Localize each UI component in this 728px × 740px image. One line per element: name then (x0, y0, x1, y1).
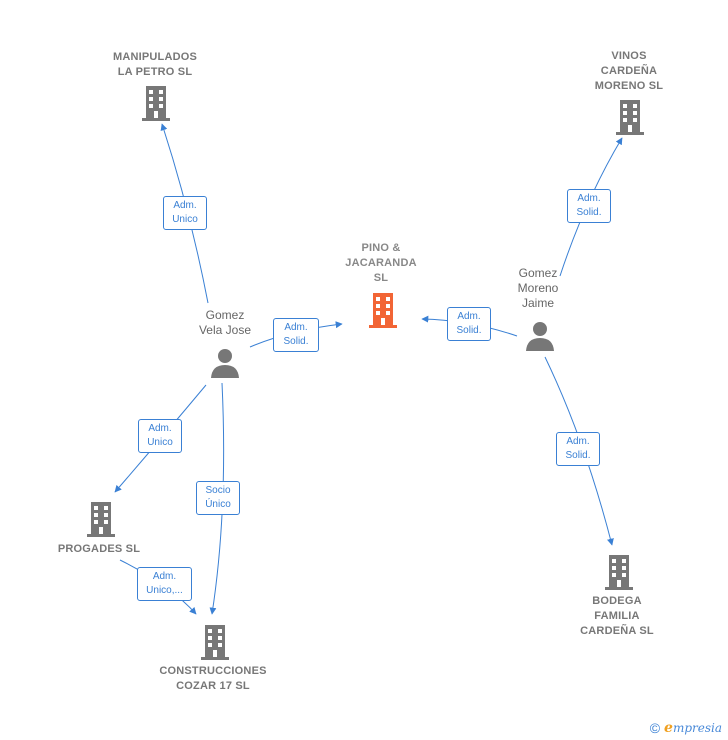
person-icon[interactable] (524, 320, 556, 352)
node-label-manipulados: MANIPULADOS LA PETRO SL (112, 51, 198, 78)
edge-label-bodega[interactable]: Adm. Solid. (556, 432, 600, 466)
node-label-bodega: BODEGA FAMILIA CARDEÑA SL (580, 595, 654, 637)
person-label-gomez-moreno: Gomez Moreno Jaime (517, 266, 559, 310)
brand-logo: empresia (664, 720, 722, 736)
building-icon[interactable] (367, 291, 399, 329)
edge-label-vinos[interactable]: Adm. Solid. (567, 189, 611, 223)
building-icon[interactable] (603, 553, 635, 591)
copyright-icon: © (649, 720, 661, 736)
edge-label-manipulados[interactable]: Adm. Unico (163, 196, 207, 230)
node-label-center: PINO & JACARANDA SL (345, 242, 417, 284)
building-icon[interactable] (140, 84, 172, 122)
node-label-progades: PROGADES SL (57, 543, 141, 555)
edge-label-progades[interactable]: Adm. Unico (138, 419, 182, 453)
edge-label-center-from-moreno[interactable]: Adm. Solid. (447, 307, 491, 341)
building-icon[interactable] (199, 623, 231, 661)
footer-brand[interactable]: © empresia (650, 720, 722, 736)
edge-label-progades-construcciones[interactable]: Adm. Unico,... (137, 567, 192, 601)
person-label-gomez-vela: Gomez Vela Jose (198, 308, 252, 337)
person-icon[interactable] (209, 347, 241, 379)
edge-label-center-from-vela[interactable]: Adm. Solid. (273, 318, 319, 352)
node-label-vinos: VINOS CARDEÑA MORENO SL (594, 50, 664, 92)
edge-label-construcciones[interactable]: Socio Único (196, 481, 240, 515)
node-label-construcciones: CONSTRUCCIONES COZAR 17 SL (159, 665, 267, 692)
building-icon[interactable] (85, 500, 117, 538)
building-icon[interactable] (614, 98, 646, 136)
